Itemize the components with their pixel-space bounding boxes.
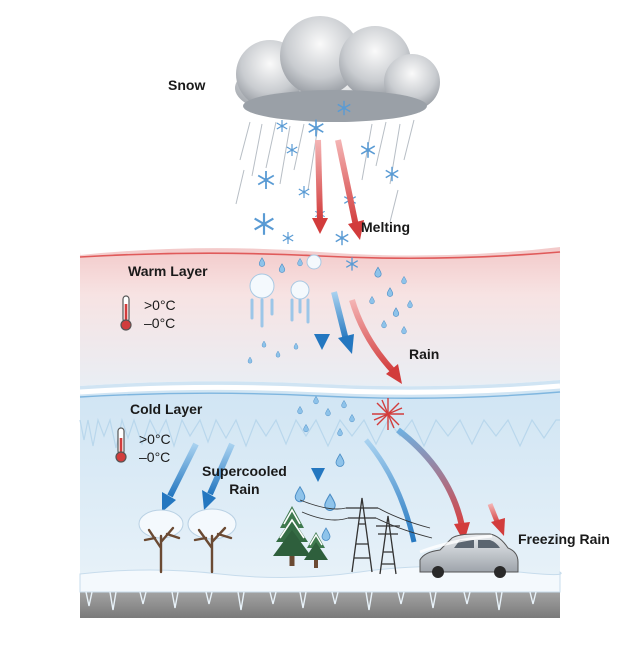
freezing-rain-label: Freezing Rain: [518, 531, 610, 547]
cloud-icon: [235, 16, 440, 122]
tree-icon: [138, 509, 184, 574]
thermometer-icon: [115, 427, 127, 463]
warm-layer-temperatures: >0°C –0°C: [144, 296, 176, 332]
pine-tree-icon: [273, 506, 311, 566]
cold-layer-arrows: [162, 427, 505, 543]
supercooled-rain-label: Supercooled Rain: [202, 462, 287, 498]
melting-snow: [249, 254, 322, 328]
warm-layer-arrows: [314, 290, 402, 384]
cold-temp-below: –0°C: [139, 449, 171, 465]
icicle-fringe: [79, 417, 560, 449]
warm-temp-above: >0°C: [144, 297, 176, 313]
supercooled-line-1: Supercooled: [202, 463, 287, 479]
ground: [80, 588, 560, 618]
warm-layer-label: Warm Layer: [128, 263, 208, 279]
warm-layer-top-snow: [79, 241, 561, 256]
tree-icon: [187, 508, 237, 574]
warm-temp-below: –0°C: [144, 315, 176, 331]
ground-icicles: [85, 591, 537, 611]
cold-layer-top-line: [79, 383, 561, 395]
melting-label: Melting: [361, 219, 410, 235]
thermometer-icon: [120, 295, 132, 331]
power-lines: [299, 499, 433, 539]
supercooled-line-2: Rain: [229, 481, 260, 497]
power-tower-icon: [346, 497, 378, 573]
car-icon: [419, 533, 519, 578]
snow-streaks: [235, 119, 415, 223]
rain-label: Rain: [409, 346, 440, 362]
snow-label: Snow: [168, 77, 206, 93]
cold-layer-temperatures: >0°C –0°C: [139, 430, 171, 466]
cold-temp-above: >0°C: [139, 431, 171, 447]
spark-icon: [372, 398, 404, 430]
pine-tree-icon: [304, 532, 328, 568]
warm-layer-red-line: [79, 251, 561, 260]
cold-layer-label: Cold Layer: [130, 401, 203, 417]
melting-arrows: [312, 139, 364, 240]
power-tower-icon: [376, 515, 400, 575]
cold-layer-blue-line: [79, 391, 561, 399]
